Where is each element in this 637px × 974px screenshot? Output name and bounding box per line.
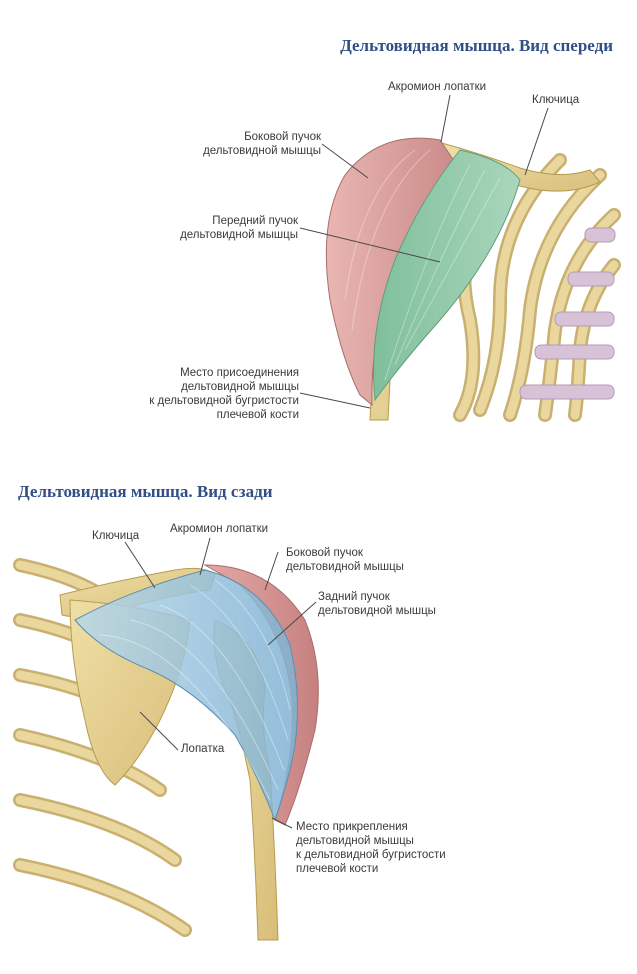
label-front-acromion: Акромион лопатки	[388, 81, 487, 93]
back-view-illustration	[13, 537, 319, 941]
label-front-clavicle: Ключица	[532, 94, 580, 106]
label-back-clavicle: Ключица	[92, 530, 140, 542]
front-view-panel: Дельтовидная мышца. Вид спереди Акромион…	[0, 0, 637, 440]
label-back-acromion: Акромион лопатки	[170, 523, 269, 535]
label-back-posterior-head: Задний пучок дельтовидной мышцы	[318, 591, 436, 617]
anterior-deltoid-front	[373, 149, 521, 402]
back-view-panel: Дельтовидная мышца. Вид сзади Ключица Ак…	[0, 470, 637, 974]
label-front-lateral-head: Боковой пучок дельтовидной мышцы	[203, 131, 321, 157]
deltoid-fibers-back	[99, 579, 291, 801]
label-back-lateral-head: Боковой пучок дельтовидной мышцы	[286, 547, 404, 573]
front-view-illustration	[299, 94, 621, 422]
front-view-title: Дельтовидная мышца. Вид спереди	[340, 36, 613, 55]
deltoid-fibers-front	[344, 149, 501, 381]
posterior-deltoid-back	[74, 569, 298, 822]
label-front-anterior-head: Передний пучок дельтовидной мышцы	[180, 215, 298, 241]
back-view-title: Дельтовидная мышца. Вид сзади	[18, 482, 273, 501]
costal-cartilage	[519, 227, 616, 400]
label-back-scapula: Лопатка	[181, 743, 225, 755]
label-front-insertion: Место присоединения дельтовидной мышцы к…	[149, 367, 299, 421]
label-back-insertion: Место прикрепления дельтовидной мышцы к …	[296, 821, 446, 875]
